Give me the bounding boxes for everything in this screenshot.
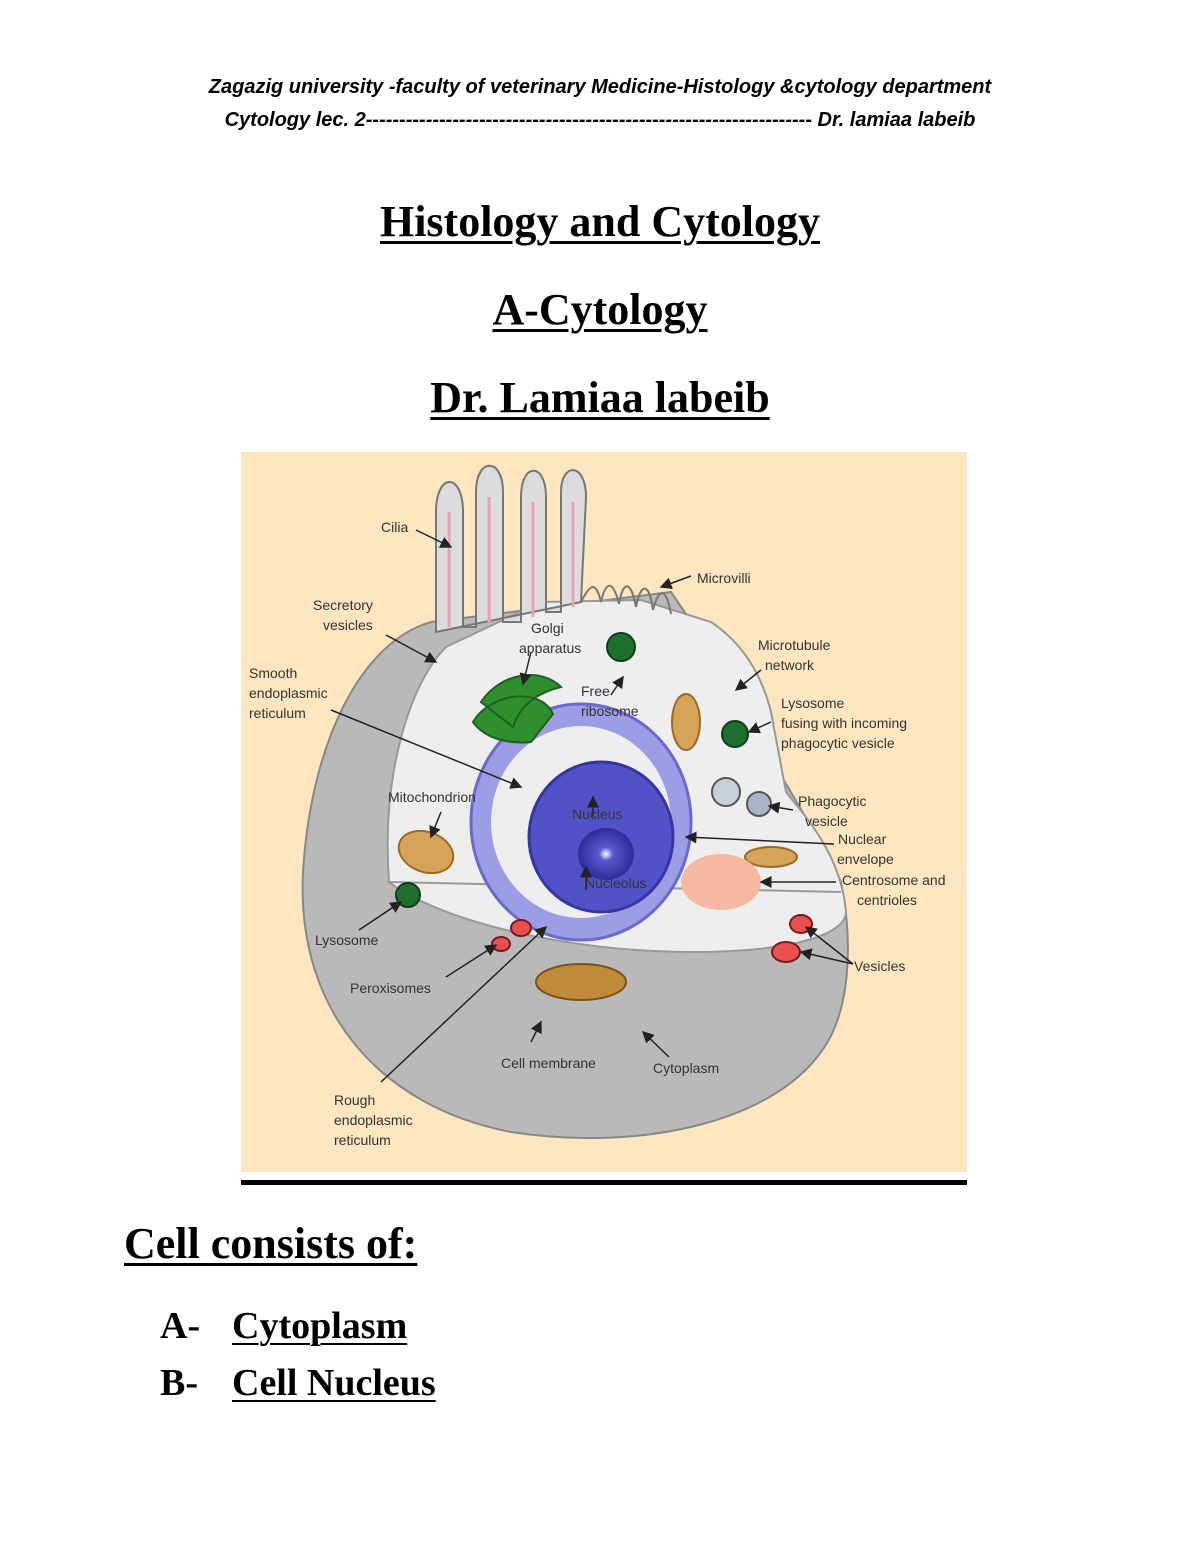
cilia-shape xyxy=(435,464,588,634)
header-line-2: Cytology lec. 2-------------------------… xyxy=(224,109,976,131)
label-nucleolus: Nucleolus xyxy=(585,875,646,891)
section-title: A-Cytology xyxy=(492,285,708,334)
leader-lines xyxy=(330,529,854,1083)
mitochondrion-right xyxy=(671,693,701,751)
cell-diagram: Cilia Microvilli Secretory vesicles Golg… xyxy=(241,452,967,1172)
label-lysosome-fusing-1: Lysosome xyxy=(781,695,845,711)
label-cell-membrane: Cell membrane xyxy=(501,1055,596,1071)
peroxisome-b xyxy=(510,919,532,937)
label-mitochondrion: Mitochondrion xyxy=(388,789,476,805)
label-lysosome-fusing-2: fusing with incoming xyxy=(781,715,907,731)
label-vesicles: Vesicles xyxy=(854,958,905,974)
author-name: Dr. Lamiaa labeib xyxy=(430,373,770,422)
label-microvilli: Microvilli xyxy=(697,570,751,586)
microvilli-shape xyxy=(580,584,672,615)
mitochondrion-right-low xyxy=(744,846,798,868)
label-nuclear-envelope-1: Nuclear xyxy=(838,831,887,847)
label-phagocytic-2: vesicle xyxy=(805,813,848,829)
label-microtubule-1: Microtubule xyxy=(758,637,831,653)
golgi-apparatus xyxy=(471,674,563,744)
cilia-inner xyxy=(447,497,575,627)
header-line-1: Zagazig university -faculty of veterinar… xyxy=(208,76,992,98)
label-golgi-1: Golgi xyxy=(531,620,564,636)
label-secretory-1: Secretory xyxy=(313,597,373,613)
nucleolus-body xyxy=(578,828,634,880)
list-item-text: Cell Nucleus xyxy=(232,1362,436,1404)
label-nucleus: Nucleus xyxy=(572,806,623,822)
label-nuclear-envelope-2: envelope xyxy=(837,851,894,867)
centrosome xyxy=(681,854,761,910)
list-item: A- Cytoplasm xyxy=(160,1304,407,1348)
lysosome-fusing-shape xyxy=(711,777,741,807)
label-centrosome-2: centrioles xyxy=(857,892,917,908)
label-rough-1: Rough xyxy=(334,1092,375,1108)
document-title: Histology and Cytology xyxy=(379,197,821,246)
list-item-text: Cytoplasm xyxy=(232,1305,408,1347)
list-item-label: B- xyxy=(160,1362,198,1404)
label-microtubule-2: network xyxy=(765,657,815,673)
label-peroxisomes: Peroxisomes xyxy=(350,980,431,996)
section-heading: Cell consists of: xyxy=(124,1219,418,1268)
label-smooth-3: reticulum xyxy=(249,705,306,721)
label-centrosome-1: Centrosome and xyxy=(842,872,946,888)
label-cilia: Cilia xyxy=(381,519,408,535)
label-lysosome: Lysosome xyxy=(315,932,379,948)
peroxisome-a xyxy=(491,936,511,952)
horizontal-rule xyxy=(241,1180,967,1185)
label-secretory-2: vesicles xyxy=(323,617,373,633)
lysosome-left xyxy=(395,882,421,908)
vesicle-a xyxy=(789,914,813,934)
list-item: B- Cell Nucleus xyxy=(160,1361,436,1405)
lysosome-top xyxy=(606,632,636,662)
label-lysosome-fusing-3: phagocytic vesicle xyxy=(781,735,895,751)
vesicle-b xyxy=(771,941,801,963)
list-item-label: A- xyxy=(160,1305,201,1347)
label-golgi-2: apparatus xyxy=(519,640,581,656)
label-smooth-1: Smooth xyxy=(249,665,297,681)
label-rough-2: endoplasmic xyxy=(334,1112,413,1128)
label-free-2: ribosome xyxy=(581,703,639,719)
lysosome-right xyxy=(721,720,749,748)
label-rough-3: reticulum xyxy=(334,1132,391,1148)
phagocytic-vesicle-shape xyxy=(746,791,772,817)
mitochondrion-bottom xyxy=(535,963,627,1001)
label-cytoplasm: Cytoplasm xyxy=(653,1060,719,1076)
label-phagocytic-1: Phagocytic xyxy=(798,793,866,809)
label-free-1: Free xyxy=(581,683,610,699)
label-smooth-2: endoplasmic xyxy=(249,685,328,701)
